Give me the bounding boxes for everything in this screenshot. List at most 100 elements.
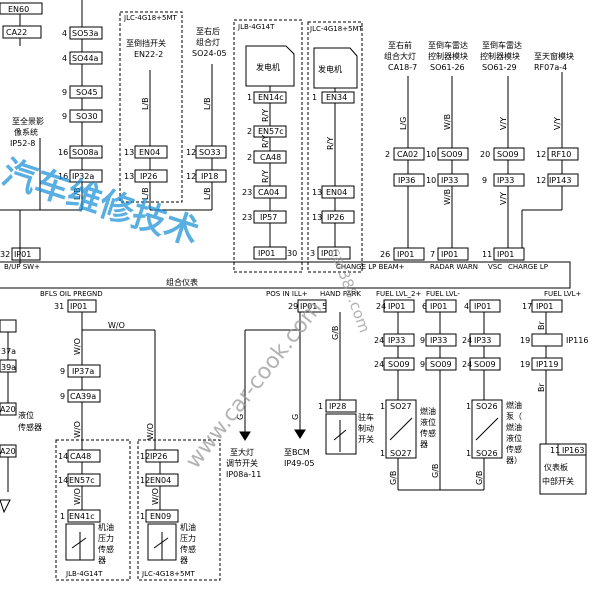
- connector-label: 39a: [1, 363, 16, 372]
- pin: 19: [520, 360, 530, 369]
- label-fuel-lvl-plus: FUEL LVL+: [544, 290, 582, 298]
- connector-label: SO26: [476, 449, 498, 458]
- label-panel-switch: 仪表板: [544, 462, 568, 472]
- pin: 13: [312, 213, 322, 222]
- pin: 9: [482, 176, 487, 185]
- wire-label: W/O: [73, 421, 82, 438]
- label-fuel-sensor: 燃油: [420, 406, 436, 416]
- pin: 23: [242, 213, 252, 222]
- connector-label: IP33: [474, 336, 491, 345]
- wire-label: L/B: [203, 187, 212, 200]
- connector-label: RF10: [551, 150, 571, 159]
- connector-label: SO27: [390, 449, 412, 458]
- label-sunroof-code: RF07a-4: [534, 63, 567, 72]
- pin: 9: [62, 88, 67, 97]
- label-change-beam: CHANGE LP BEAM+: [336, 263, 405, 271]
- label-vsc: VSC: [488, 263, 502, 271]
- label-dimmer-2: 调节开关: [226, 458, 258, 468]
- wire-label: Br: [537, 383, 546, 392]
- label-fuel-pump-4: 液位: [506, 433, 522, 443]
- label-combo-meter: 组合仪表: [166, 277, 198, 287]
- pin: 1: [380, 449, 385, 458]
- pin: 1: [466, 449, 471, 458]
- connector-label: A20: [0, 405, 16, 414]
- pin: 1: [140, 512, 145, 521]
- label-rear-lamp-2: 组合灯: [196, 37, 220, 47]
- label-left-3: IP52-8: [10, 139, 35, 148]
- pin: 9: [62, 112, 67, 121]
- pin: 26: [380, 250, 390, 259]
- connector-label: EN57c: [69, 476, 95, 485]
- connector-label: SO09: [441, 150, 463, 159]
- label-generator-2: 发电机: [318, 64, 342, 74]
- connector-label: IP26: [327, 213, 344, 222]
- label-right-front-2: 组合大灯: [384, 51, 416, 61]
- connector-ca22: [2, 25, 42, 39]
- label-oil-sensor-b-3: 传感: [180, 544, 196, 554]
- label-fuel-pump-6: 器）: [506, 456, 522, 465]
- wire-label: G: [236, 414, 245, 420]
- label-fuel-sensor-3: 传感: [420, 428, 436, 438]
- connector-label: EN09: [150, 512, 171, 521]
- label-jlc-top: JLC-4G18+5MT: [123, 14, 178, 22]
- label-jlc-top-2: JLC-4G18+5MT: [309, 25, 364, 33]
- pin: 12: [140, 476, 150, 485]
- connector-label: CA04: [258, 188, 279, 197]
- label-fuel-sensor-4: 器: [420, 440, 428, 449]
- connector-label: SO09: [430, 360, 452, 369]
- pin: 1: [380, 402, 385, 411]
- connector-label: EN14c: [258, 93, 284, 102]
- label-radar-2-code: SO61-29: [482, 63, 517, 72]
- pin: 13: [124, 148, 134, 157]
- label-oil-sensor-4: 器: [98, 556, 106, 565]
- label-radar-1-code: SO61-26: [430, 63, 465, 72]
- connector-label: EN04: [139, 148, 160, 157]
- label-fuel-pump: 燃油: [506, 400, 522, 410]
- pin: 4: [464, 302, 469, 311]
- connector-label: IP26: [140, 172, 157, 181]
- label-dimmer: 至大灯: [230, 447, 254, 457]
- wire-label: W/O: [73, 338, 82, 355]
- label-oil-sensor-b-4: 器: [180, 556, 188, 565]
- wire-label: L/B: [73, 187, 82, 200]
- pin: 13: [124, 172, 134, 181]
- connector-label: IP01: [258, 249, 275, 258]
- pin: 17: [522, 302, 532, 311]
- connector-label: EN04: [150, 476, 171, 485]
- connector-label: IP33: [430, 336, 447, 345]
- wire-label: L/G: [399, 117, 408, 130]
- pin: 12: [140, 452, 150, 461]
- label-right-front: 至右前: [388, 40, 412, 50]
- connector-label: SO30: [76, 112, 98, 121]
- connector-label: SO33: [199, 148, 221, 157]
- pin: 9: [420, 336, 425, 345]
- connector-label: SO45: [76, 88, 98, 97]
- pin: 6: [422, 302, 427, 311]
- label-rear-lamp: 至右后: [196, 26, 220, 36]
- pin: 24: [462, 336, 472, 345]
- wire-label: W/O: [108, 321, 125, 330]
- connector-label: EN57c: [258, 127, 284, 136]
- label-ca22: CA22: [6, 28, 27, 37]
- label-fuel-pump-3: 燃油: [506, 422, 522, 432]
- wire-label: G/B: [475, 471, 484, 485]
- wire-label: R/Y: [326, 137, 335, 150]
- connector-label: IP37a: [72, 367, 94, 376]
- label-oil-sensor-b: 机油: [180, 522, 196, 532]
- label-fuel-lvl-minus: FUEL LVL-: [426, 290, 460, 298]
- label-oil-sensor-3: 传感: [98, 544, 114, 554]
- connector-label: SO27: [390, 402, 412, 411]
- connector-label: SO09: [497, 150, 519, 159]
- pin: 11: [550, 446, 560, 455]
- label-fuel-pump-5: 传感: [506, 444, 522, 454]
- label-park-switch-2: 制动: [358, 423, 374, 433]
- connector-label: 37a: [1, 347, 16, 356]
- pin: 12: [536, 150, 546, 159]
- connector-label: EN41c: [69, 512, 95, 521]
- label-generator: 发电机: [256, 62, 280, 72]
- wire-label: L/B: [141, 187, 150, 200]
- pin: 12: [186, 148, 196, 157]
- connector-label: IP33: [388, 336, 405, 345]
- wire-label: G: [291, 414, 300, 420]
- label-left-1: 至全景影: [12, 116, 44, 126]
